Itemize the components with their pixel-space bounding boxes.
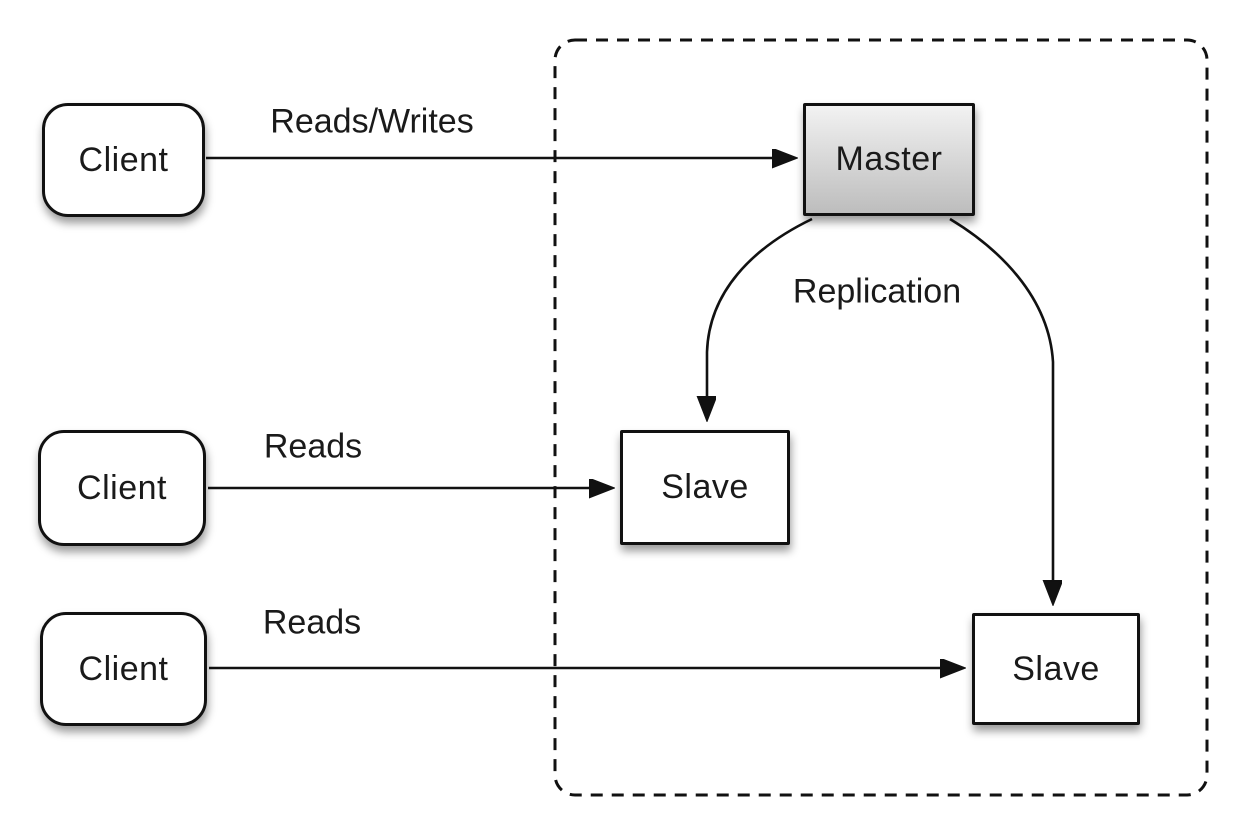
node-slave-1-label: Slave — [661, 468, 749, 506]
node-client-2: Client — [38, 430, 206, 546]
edge-master-slave2-arrow — [949, 217, 1053, 602]
node-client-3-label: Client — [78, 649, 169, 688]
node-master: Master — [803, 103, 975, 216]
node-client-3: Client — [40, 612, 207, 726]
replication-boundary — [553, 38, 1209, 797]
edge-master-slave1-arrow — [707, 217, 813, 418]
node-client-1-label: Client — [78, 140, 169, 179]
node-slave-2-label: Slave — [1012, 649, 1100, 688]
edge-label-reads-writes: Reads/Writes — [270, 102, 474, 141]
node-client-1: Client — [42, 103, 205, 217]
edge-label-replication: Replication — [792, 272, 962, 311]
node-slave-1: Slave — [620, 430, 790, 545]
node-slave-2: Slave — [972, 613, 1140, 725]
node-client-2-label: Client — [77, 468, 167, 507]
edge-label-reads-2: Reads — [262, 603, 362, 642]
edge-label-reads-1: Reads — [263, 427, 363, 466]
node-master-label: Master — [835, 140, 943, 178]
